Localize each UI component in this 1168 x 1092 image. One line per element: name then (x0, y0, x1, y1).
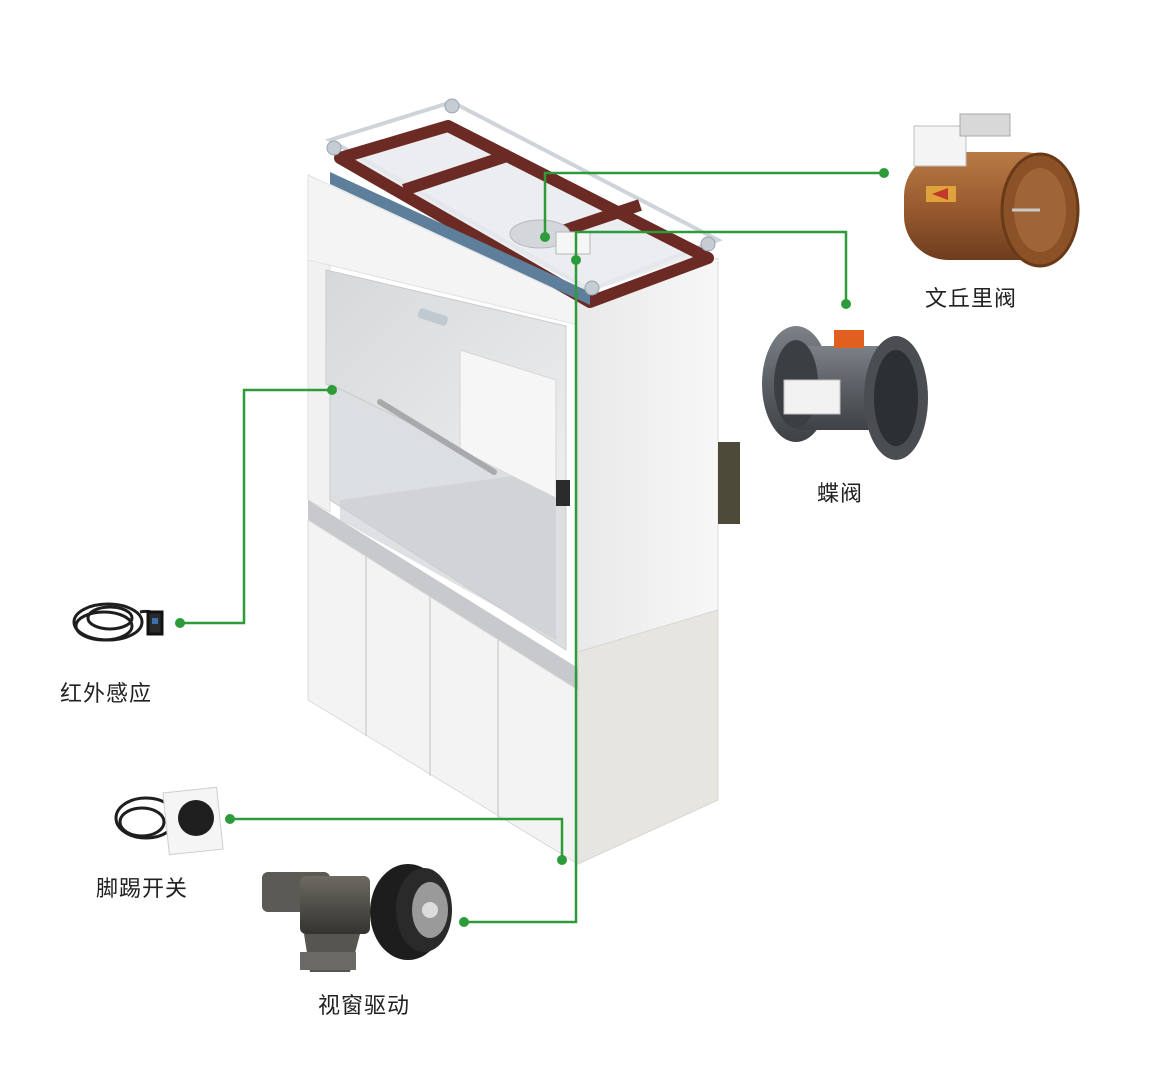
venturi-valve-icon (904, 113, 1080, 268)
connector-dots (175, 168, 889, 927)
sash-drive-label: 视窗驱动 (318, 994, 411, 1019)
cabinet-door-seams (365, 556, 499, 818)
worktop-edge (308, 500, 578, 690)
infrared-sensor-label: 红外感应 (60, 682, 153, 707)
line-infrared (180, 388, 332, 625)
control-display (556, 480, 570, 506)
top-sensor-box (555, 231, 591, 255)
side-bracket (718, 442, 740, 524)
line-sash-drive (464, 262, 578, 924)
fume-hood (307, 98, 740, 865)
sash-badge (417, 308, 449, 326)
line-foot-switch (230, 817, 564, 860)
foot-switch-label: 脚踢开关 (96, 877, 189, 902)
hood-header (307, 174, 579, 326)
top-plate (340, 122, 708, 292)
line-venturi (543, 171, 884, 237)
front-rail (330, 172, 590, 305)
work-surface (340, 470, 556, 640)
hood-side-panel (577, 257, 719, 653)
infrared-sensor-icon (72, 602, 164, 642)
sash-handle[interactable] (377, 399, 497, 475)
frame-pulleys (326, 98, 716, 296)
line-butterfly (574, 230, 848, 304)
butterfly-valve-icon (762, 326, 928, 460)
hood-base-side (577, 609, 719, 865)
sash-drive-motor-icon (262, 864, 452, 972)
connector-lines (180, 171, 884, 924)
foot-switch-icon (114, 786, 224, 856)
butterfly-valve-label: 蝶阀 (817, 482, 864, 507)
lower-cabinet (307, 519, 579, 865)
venturi-valve-label: 文丘里阀 (925, 287, 1018, 312)
